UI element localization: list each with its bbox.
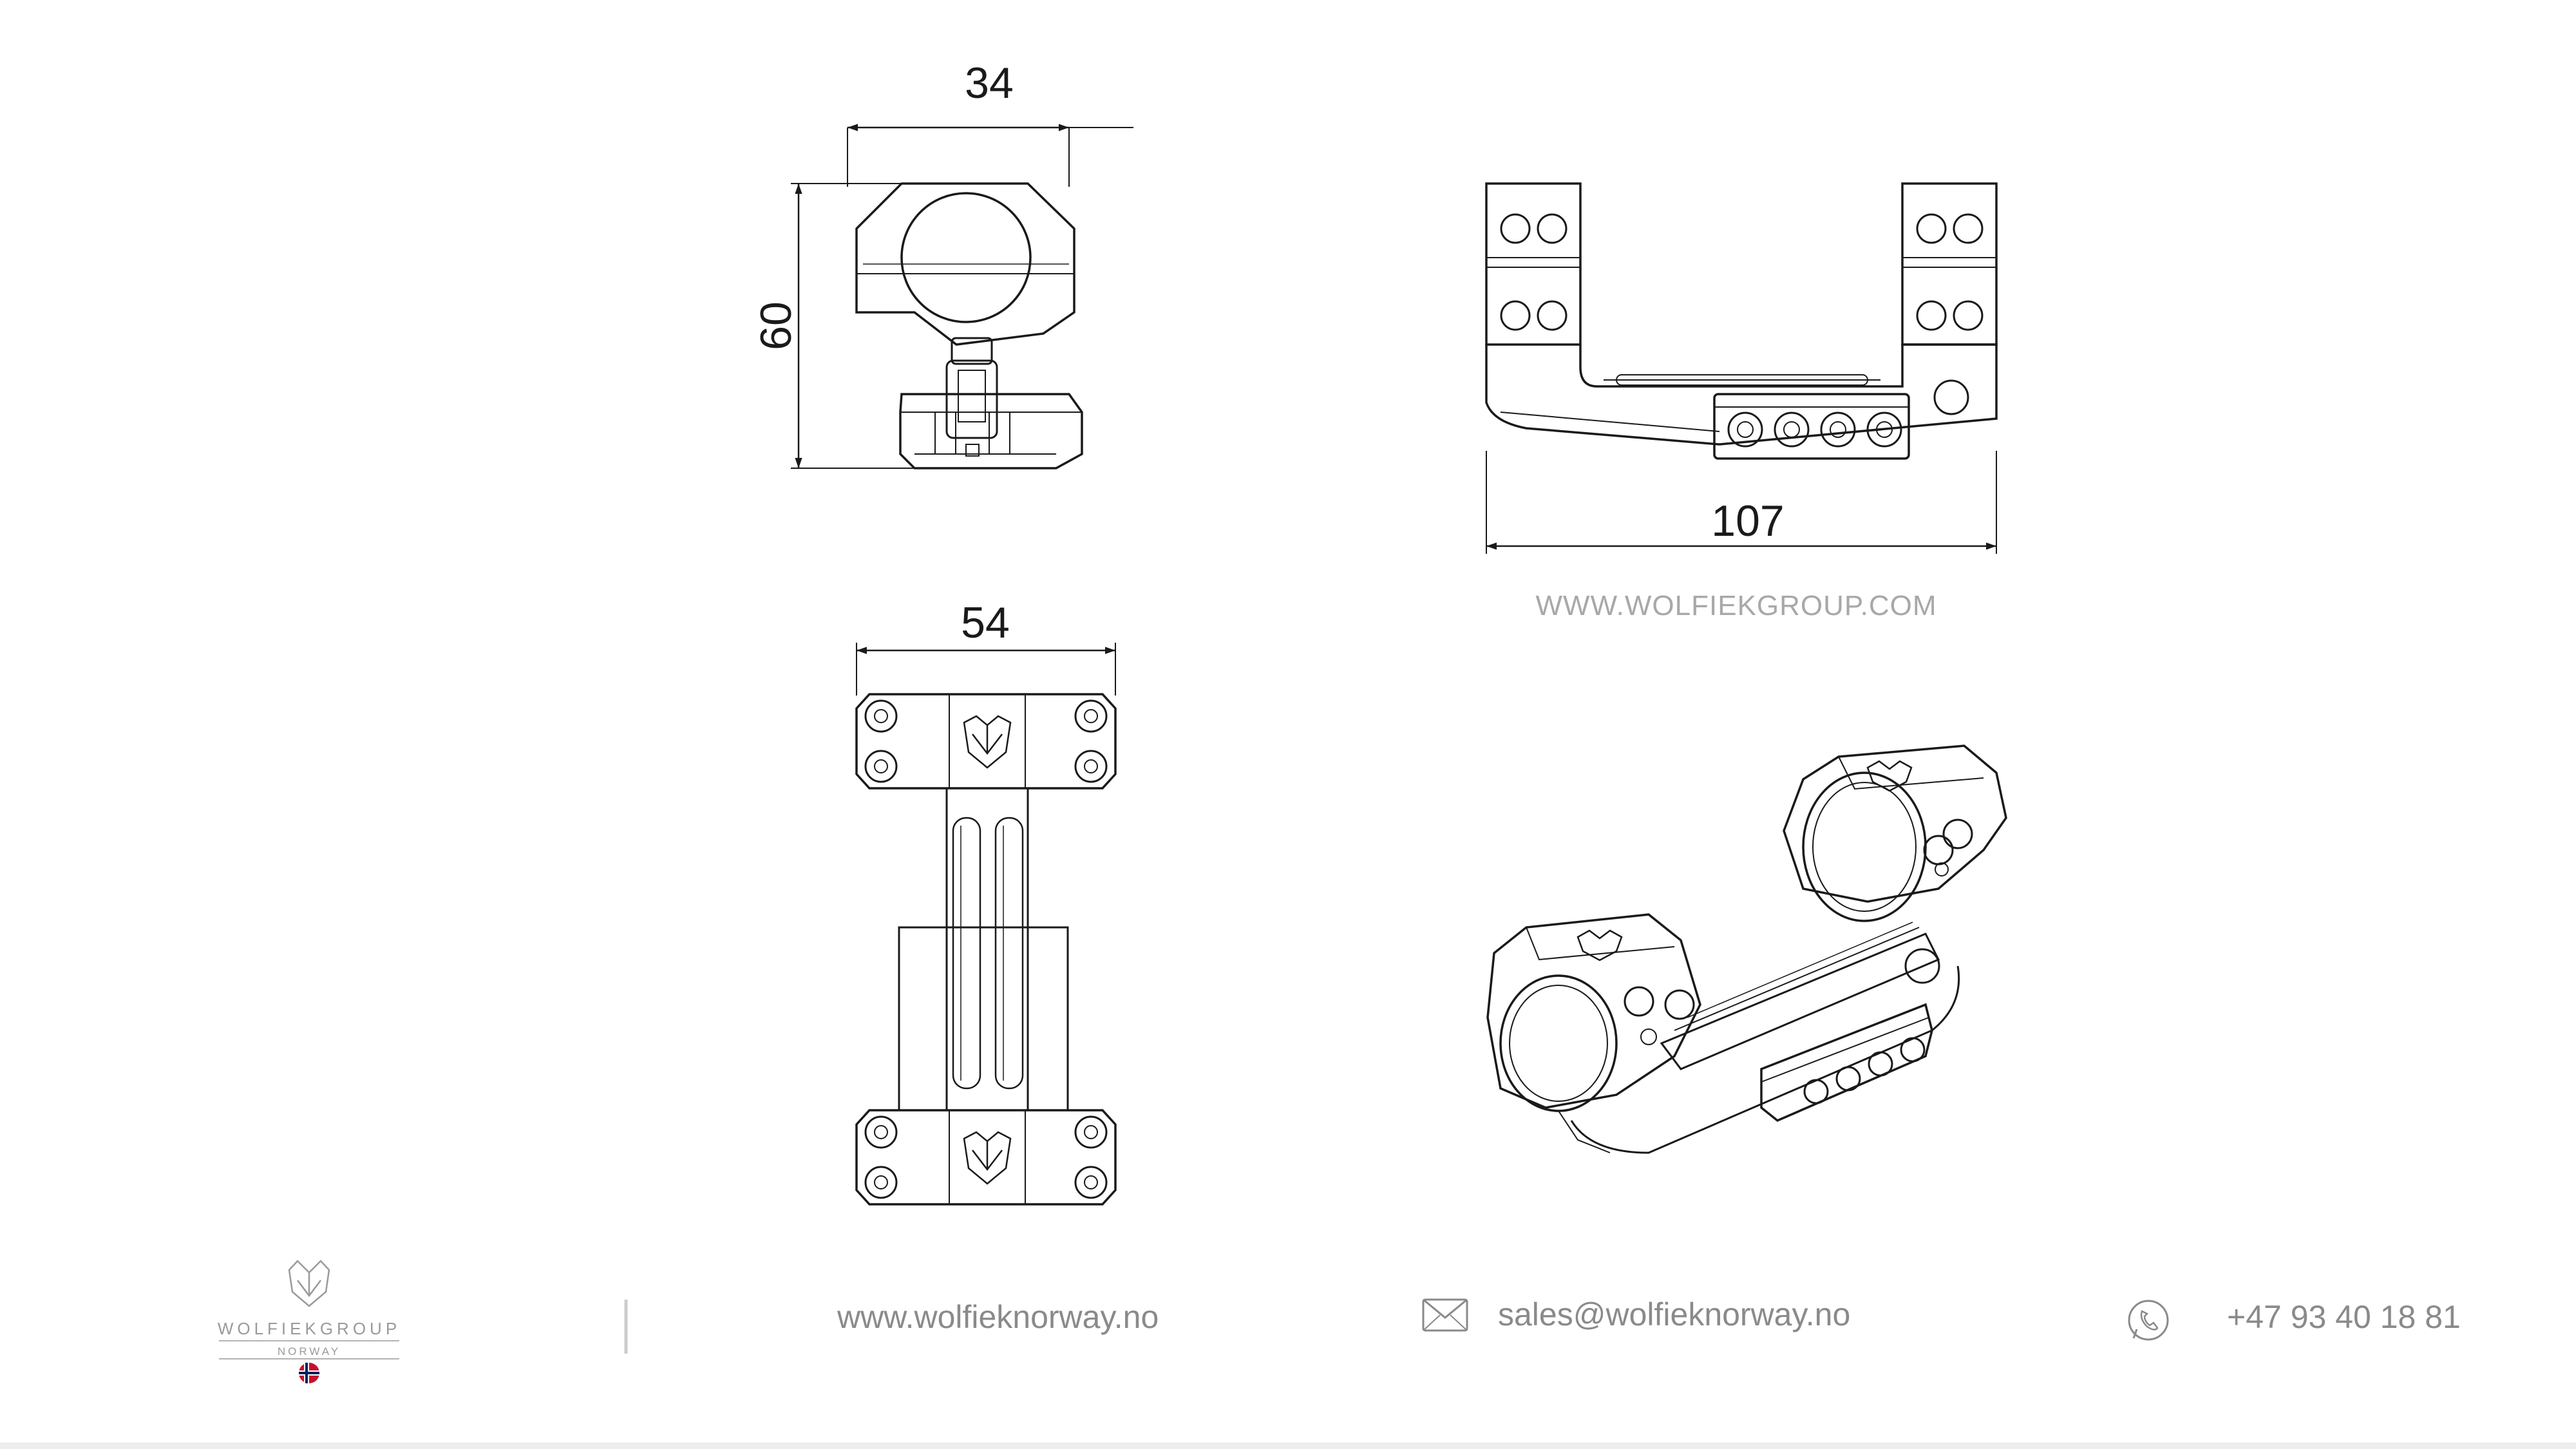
top-view: 54: [855, 598, 1117, 1206]
wolfiek-logo: WOLFIEKGROUP NORWAY: [218, 1260, 401, 1359]
cap-screw-icon: [1074, 1115, 1108, 1149]
iso-rail-clamp: [1760, 1003, 1933, 1122]
clamp-bolt-icon: [1820, 412, 1856, 448]
envelope-icon: [1422, 1298, 1468, 1332]
clamp-bolt-icon: [1866, 412, 1902, 448]
rear-ring-bore: [1802, 772, 1927, 922]
clamp-bolt-icon: [1727, 412, 1763, 448]
ring-octagon: [855, 182, 1075, 346]
top-ring-cap-front: [855, 693, 1117, 790]
cap-screw-icon: [864, 699, 898, 733]
norway-flag-icon: [299, 1363, 319, 1383]
clamp-bolt-icon: [1868, 1051, 1893, 1077]
mount-body: [1485, 343, 1998, 446]
wolf-logo-icon: [1866, 760, 1913, 792]
front-view: 34 60: [752, 59, 1133, 469]
dimension-label-34: 34: [965, 59, 1014, 108]
cap-screw-icon: [864, 1166, 898, 1199]
slot-right: [994, 817, 1024, 1090]
bottom-border: [0, 1443, 2576, 1449]
logo-brand: WOLFIEKGROUP: [218, 1319, 401, 1338]
cap-screw-icon: [864, 750, 898, 783]
cap-screw-icon: [864, 1115, 898, 1149]
slot-left: [952, 817, 981, 1090]
scope-bore: [900, 192, 1032, 323]
cap-screw-icon: [1074, 1166, 1108, 1199]
clamp-bolt-icon: [1803, 1079, 1829, 1104]
dimension-label-54: 54: [961, 598, 1010, 647]
rail-clamp: [1713, 393, 1910, 460]
footer-email-link[interactable]: sales@wolfieknorway.no: [1498, 1296, 1850, 1332]
front-ring-bore: [1499, 974, 1618, 1112]
whatsapp-phone-icon: [2128, 1300, 2169, 1341]
clamp-bolt-icon: [1835, 1066, 1861, 1092]
wolf-logo-icon: [963, 715, 1012, 769]
clamp-bolt-icon: [1900, 1037, 1926, 1063]
wolf-head-icon: [288, 1260, 330, 1307]
dimension-label-60: 60: [752, 301, 800, 350]
top-ring-cap-rear: [855, 1109, 1117, 1206]
wolf-logo-icon: [963, 1131, 1012, 1185]
watermark-url: WWW.WOLFIEKGROUP.COM: [1536, 590, 1937, 621]
logo-region: NORWAY: [278, 1345, 341, 1358]
wolf-logo-icon: [1577, 929, 1623, 961]
dimension-label-107: 107: [1711, 497, 1784, 545]
footer-website-link[interactable]: www.wolfieknorway.no: [837, 1299, 1159, 1335]
cap-screw-icon: [1074, 699, 1108, 733]
front-ring-block: [1485, 182, 1582, 346]
isometric-view: [1486, 744, 2007, 1154]
side-view: 107: [1485, 182, 1998, 554]
footer: WOLFIEKGROUP NORWAY www.wolfieknorway.no…: [218, 1260, 2461, 1383]
footer-phone-link[interactable]: +47 93 40 18 81: [2227, 1299, 2461, 1335]
clamp-bolt-icon: [1774, 412, 1810, 448]
cap-screw-icon: [1074, 750, 1108, 783]
